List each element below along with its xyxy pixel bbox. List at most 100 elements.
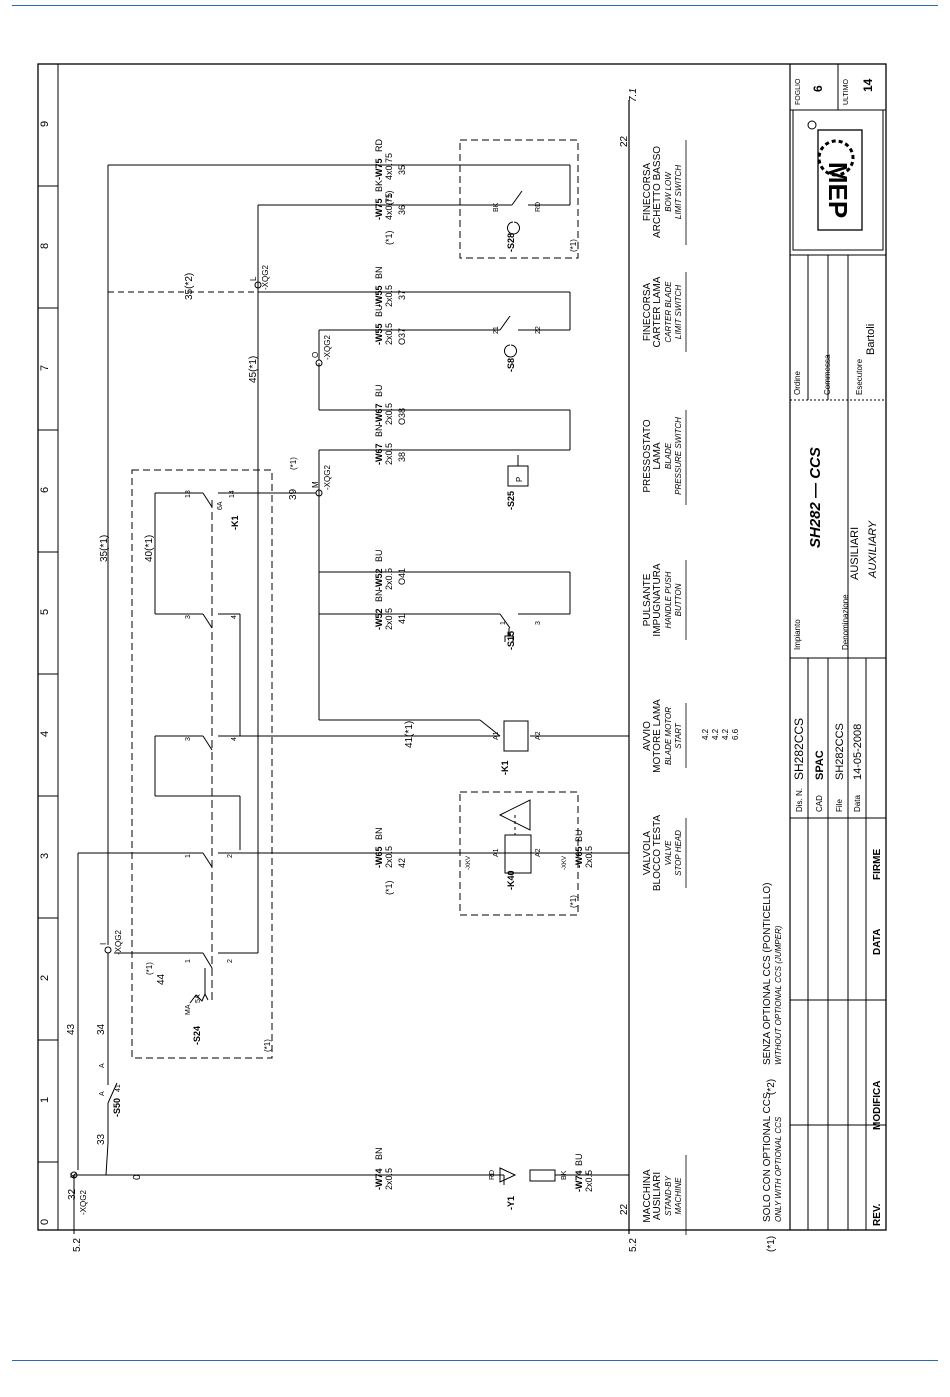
xqg2-L: -XQG2	[261, 265, 270, 290]
column-descriptions: MACCHINA AUSILIARI STAND-BY MACHINE VALV…	[642, 146, 683, 1223]
s15-label: -S15	[506, 631, 516, 650]
wire-45-n1: 45(*1)	[248, 356, 259, 383]
grid-col-6: 6	[39, 487, 51, 493]
tb-cad-value: SPAC	[814, 750, 826, 780]
cable-w55-bu-id: -W55	[374, 323, 384, 345]
xkv2: -XKV	[562, 856, 568, 870]
footnote2-mark: (*2)	[766, 1079, 777, 1095]
k1-c4: 4	[231, 737, 238, 741]
footnote1-mark: (*1)	[766, 1236, 777, 1252]
tb-ultimo-value: 14	[861, 78, 875, 92]
tb-data-value: 14-05-2008	[852, 724, 864, 780]
note-k40-box: (*1)	[569, 895, 578, 908]
grid-col-1: 1	[39, 1097, 51, 1103]
s8-c21: 21	[493, 326, 500, 334]
tb-modifica: MODIFICA	[872, 1081, 883, 1130]
cable-w75-bk-sec: 4x0.75	[384, 193, 394, 220]
cable-w67-bu-wire: O38	[397, 408, 407, 425]
k1-A1: A1	[493, 731, 500, 740]
k40-A2: A2	[535, 848, 542, 857]
col5-it2: CARTER LAMA	[652, 276, 663, 347]
term-K: K	[69, 1172, 78, 1178]
s28-label: -S28	[506, 233, 516, 252]
left-ref-bottom: 5.2	[628, 1238, 639, 1252]
s8-label: -S8	[506, 358, 516, 372]
cable-w75-bk-col: BK	[374, 180, 384, 192]
bottom-rule	[12, 1360, 938, 1361]
tb-data: DATA	[872, 929, 883, 955]
tb-commessa-label: Commessa	[823, 354, 832, 395]
cable-w67-bu-sec: 2x0.5	[384, 403, 394, 425]
col3-en2: BUTTON	[674, 583, 683, 616]
footnote2-en: WITHOUT OPTIONAL CCS (JUMPER)	[774, 925, 783, 1065]
tb-esecutore-label: Esecutore	[855, 358, 864, 395]
tb-rev: REV.	[872, 1203, 883, 1226]
logo-text: MEP	[823, 162, 853, 218]
cable-w67-bu-col: BU	[374, 384, 384, 397]
cable-w67-bu-id: -W67	[374, 403, 384, 425]
cable-w55-bn-id: -W55	[374, 285, 384, 307]
k1-c14: 14	[229, 490, 236, 498]
wire-0: 0	[132, 1174, 143, 1180]
cable-w67-bn-sec: 2x0.5	[384, 443, 394, 465]
term-M: M	[311, 481, 320, 488]
wire-33: 33	[96, 1133, 107, 1145]
k1-c2: 2	[227, 854, 234, 858]
tb-file-value: SH282CCS	[834, 723, 846, 780]
s28-BK: BK	[493, 202, 500, 212]
col6-en1: BOW LOW	[664, 171, 673, 212]
cable-w67-bn-col: BN	[374, 424, 384, 437]
tb-impianto-value: SH282 — CCS	[807, 447, 824, 548]
cable-w67-bn-wire: 38	[397, 452, 407, 462]
s50-cA2: A	[99, 1063, 106, 1068]
cable-w65-bn-wire: 42	[397, 858, 407, 868]
col6-en2: LIMIT SWITCH	[674, 165, 683, 219]
xqg2-I: -XQG2	[114, 930, 123, 955]
y1-BK: BK	[561, 1170, 568, 1180]
col2-en2: START	[674, 722, 683, 749]
wire-34: 34	[96, 1023, 107, 1035]
grid-col-7: 7	[39, 365, 51, 371]
xqg2-O: -XQG2	[323, 335, 332, 360]
tb-cad-label: CAD	[815, 795, 824, 812]
cable-w74-bu-id: -W74	[574, 1170, 584, 1192]
s25-label: -S25	[506, 491, 516, 510]
s50-label: -S50	[112, 1098, 122, 1117]
col3-it1: PULSANTE	[642, 573, 653, 626]
col0-it2: AUSILIARI	[652, 1172, 663, 1220]
tb-dis-value: SH282CCS	[792, 718, 806, 780]
cable-w65-bn-note: (*1)	[384, 880, 394, 895]
top-rule	[12, 5, 938, 6]
grid-col-5: 5	[39, 609, 51, 615]
k1-A2: A2	[535, 731, 542, 740]
col5-en2: LIMIT SWITCH	[674, 285, 683, 339]
col1-it2: BLOCCO TESTA	[652, 815, 663, 892]
cable-w65-bn-id: -W65	[374, 846, 384, 868]
cable-w55-bu-wire: O37	[397, 328, 407, 345]
cable-w52-bu-wire: O41	[397, 568, 407, 585]
col5-it1: FINECORSA	[642, 283, 653, 342]
col6-it2: ARCHETTO BASSO	[652, 146, 663, 238]
grid-col-2: 2	[39, 975, 51, 981]
col2-it2: MOTORE LAMA	[652, 699, 663, 773]
grid-col-8: 8	[39, 243, 51, 249]
wire-43: 43	[66, 1023, 77, 1035]
tb-foglio-label: FOGLIO	[795, 78, 802, 105]
grid-column-labels: 0 1 2 3 4 5 6 7 8 9	[39, 121, 51, 1225]
footnote1-it: SOLO CON OPTIONAL CCS	[762, 1092, 773, 1222]
note-box-left: (*1)	[263, 1039, 272, 1052]
col4-en1: BLADE	[664, 442, 673, 469]
col4-it1: PRESSOSTATO	[642, 419, 653, 493]
mep-logo: MEP	[817, 129, 863, 231]
k1-c3b: 3	[185, 615, 192, 619]
cable-w74-bn-sec: 2x0.5	[384, 1168, 394, 1190]
tb-foglio-value: 6	[811, 85, 825, 92]
tb-denom-label: Denominazione	[841, 594, 850, 650]
col6-it1: FINECORSA	[642, 163, 653, 222]
s8-c22: 22	[535, 326, 542, 334]
tb-esecutore-value: Bartoli	[865, 324, 877, 355]
y1-label: -Y1	[506, 1196, 516, 1210]
ref-42-2: 4.2	[711, 728, 720, 740]
cable-w75-bk-wire: 36	[397, 205, 407, 215]
